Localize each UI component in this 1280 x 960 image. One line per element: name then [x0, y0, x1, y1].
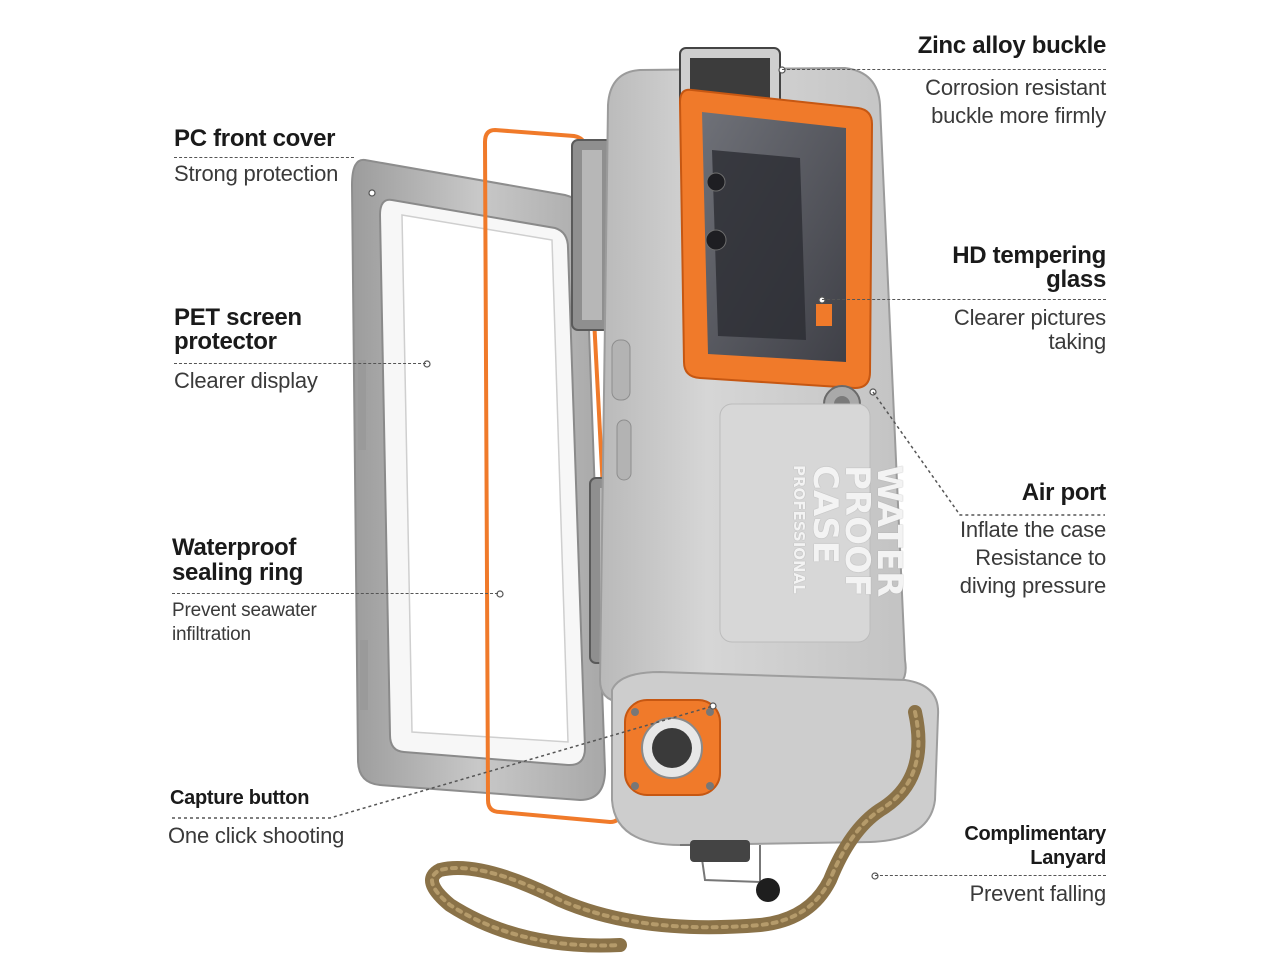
- hd-glass-line: [822, 299, 1106, 300]
- lanyard-desc: Prevent falling: [969, 881, 1107, 906]
- pet-screen-line: [174, 363, 426, 364]
- lanyard-line: [875, 875, 1106, 876]
- sealing-ring-line: [172, 593, 498, 594]
- capture-button-assembly: [624, 699, 721, 796]
- hinge-top: [571, 139, 613, 331]
- sealing-ring-title-2: sealing ring: [172, 559, 304, 586]
- zinc-buckle-title: Zinc alloy buckle: [917, 32, 1107, 59]
- sealing-ring-desc-1: Prevent seawater: [172, 600, 317, 621]
- lanyard: [425, 705, 926, 953]
- panel-text-line-4: PROFESSIONAL: [790, 465, 808, 594]
- capture-button-desc: One click shooting: [168, 823, 345, 848]
- pc-front-cover: [350, 158, 607, 802]
- hd-glass-desc-1: Clearer pictures: [953, 305, 1106, 330]
- pc-front-cover-desc: Strong protection: [174, 161, 339, 186]
- sealing-ring-title-1: Waterproof: [172, 534, 297, 561]
- zinc-buckle-desc-1: Corrosion resistant: [925, 75, 1106, 100]
- panel-text-line-2: PROOF: [837, 465, 877, 598]
- pet-screen-title-1: PET screen: [174, 304, 302, 331]
- sealing-ring-desc-2: infiltration: [172, 624, 251, 645]
- zinc-buckle-desc-2: buckle more firmly: [931, 103, 1106, 128]
- printed-panel: [719, 403, 871, 643]
- capture-leader: [172, 705, 714, 819]
- capture-button-title: Capture button: [170, 787, 310, 809]
- lanyard-title-1: Complimentary: [964, 823, 1106, 845]
- lanyard-title-2: Lanyard: [1030, 847, 1106, 869]
- zinc-buckle-line: [782, 69, 1106, 70]
- air-port-desc-2: Resistance to: [975, 545, 1106, 570]
- air-port-title: Air port: [1021, 479, 1107, 506]
- pet-screen-desc: Clearer display: [174, 368, 318, 393]
- air-port-leader: [872, 391, 1105, 516]
- callout-markers: [368, 66, 879, 880]
- air-port-desc-3: diving pressure: [959, 573, 1106, 598]
- hd-glass-window: [678, 88, 874, 390]
- pet-screen-title-2: protector: [174, 328, 277, 355]
- air-port-desc-1: Inflate the case: [959, 517, 1106, 542]
- panel-text: WATER PROOF CASE PROFESSIONAL: [715, 465, 909, 605]
- hd-glass-desc-2: taking: [1048, 329, 1106, 354]
- pc-front-cover-line: [174, 157, 354, 158]
- panel-text-line-1: WATER: [869, 465, 909, 598]
- hd-glass-title-2: glass: [1046, 266, 1106, 293]
- hd-glass-title-1: HD tempering: [952, 242, 1106, 269]
- pc-front-cover-title: PC front cover: [174, 125, 336, 152]
